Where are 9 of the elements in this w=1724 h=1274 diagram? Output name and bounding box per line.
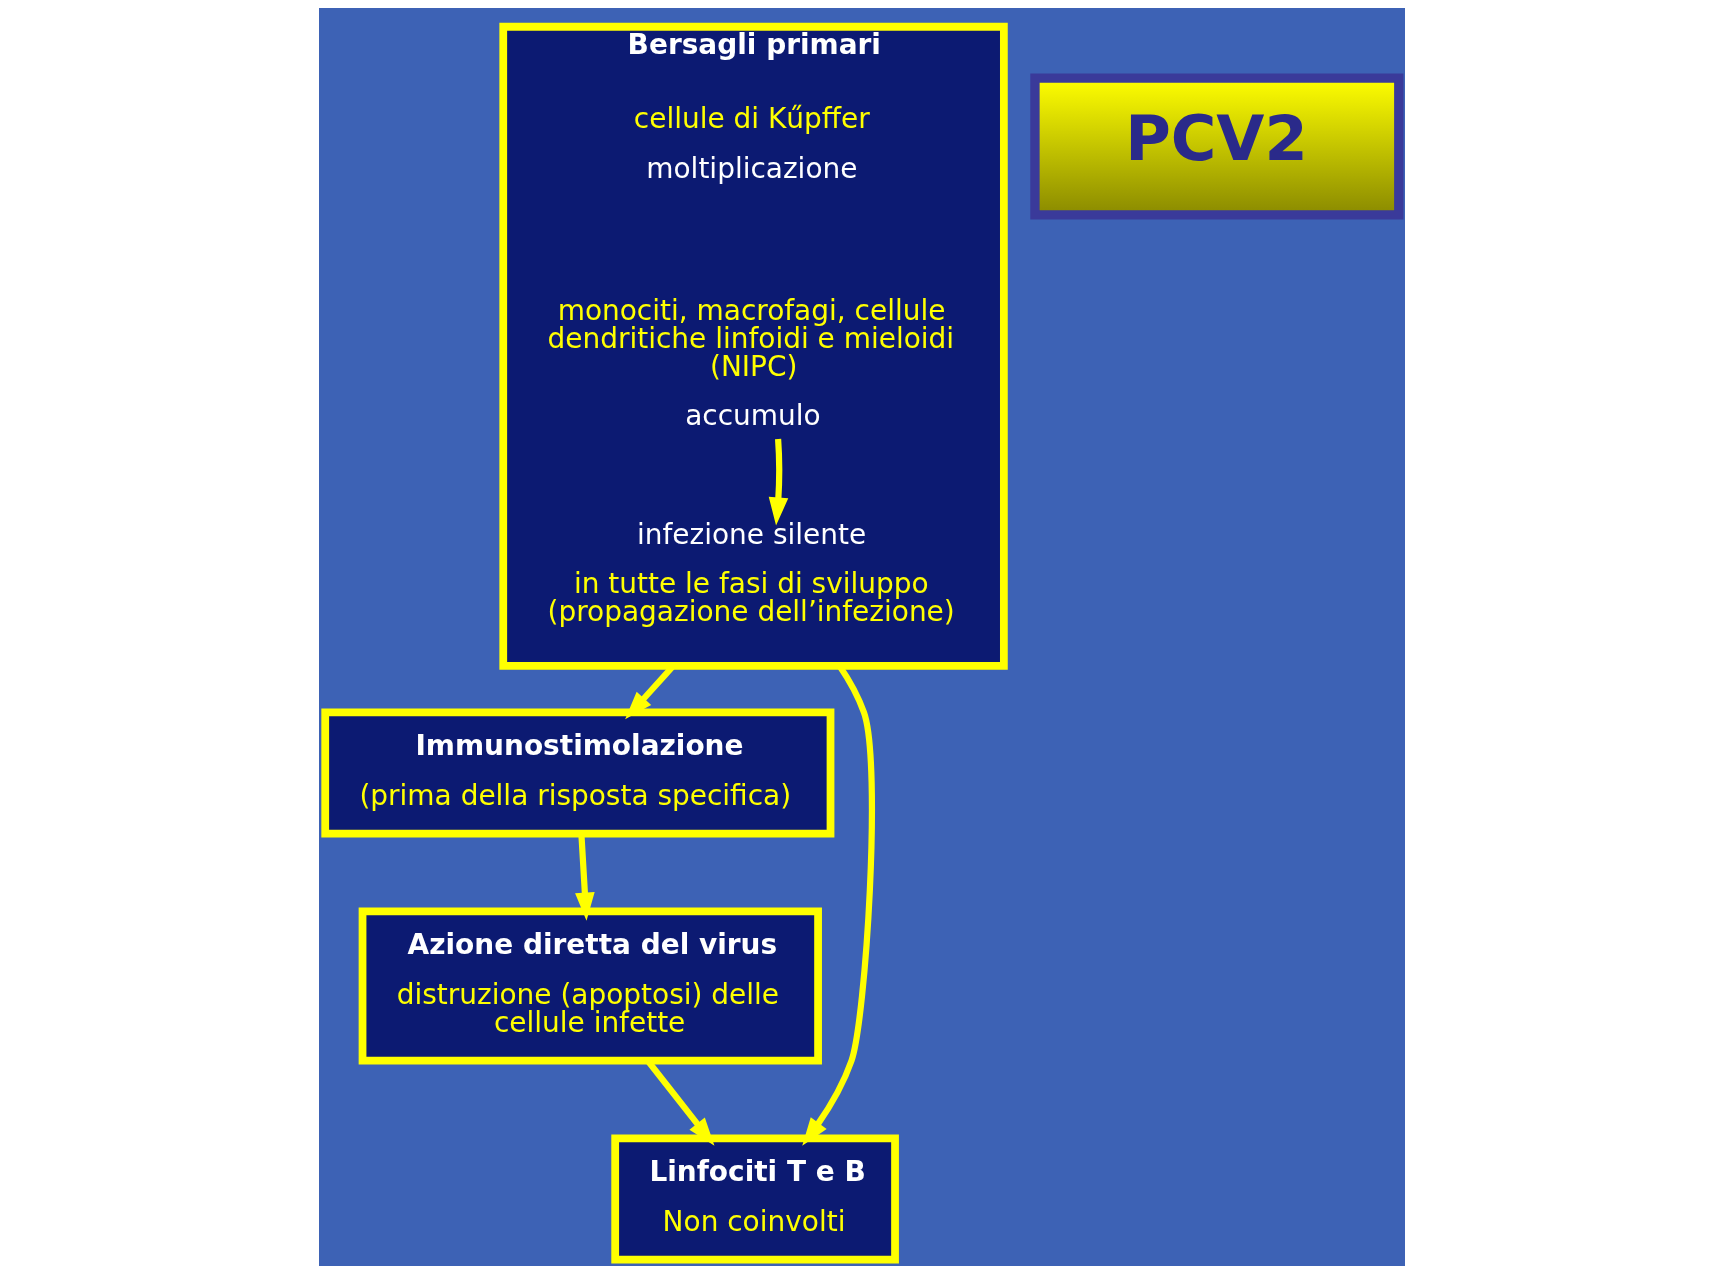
node-text: cellule di Kűpffer moltiplicazione bbox=[633, 102, 870, 186]
node-box: Immunostimolazione (prima della risposta specifica) bbox=[321, 708, 835, 838]
node-text: monociti, macrofagi, cellule dendritiche linfoidi e mieloidi (NIPC) accumulo bbox=[547, 293, 955, 433]
node-box: PCV2 bbox=[1030, 73, 1404, 220]
node-text: infezione silente in tutte le fasi di sviluppo (propagazione dell’infezione) bbox=[547, 517, 955, 629]
node-box: Azione diretta del virus distruzione (apoptosi) delle cellule infette bbox=[358, 907, 822, 1065]
arrow bbox=[575, 834, 595, 921]
arrow bbox=[768, 438, 789, 526]
node-box: Linfociti T e B Non coinvolti bbox=[611, 1134, 899, 1264]
